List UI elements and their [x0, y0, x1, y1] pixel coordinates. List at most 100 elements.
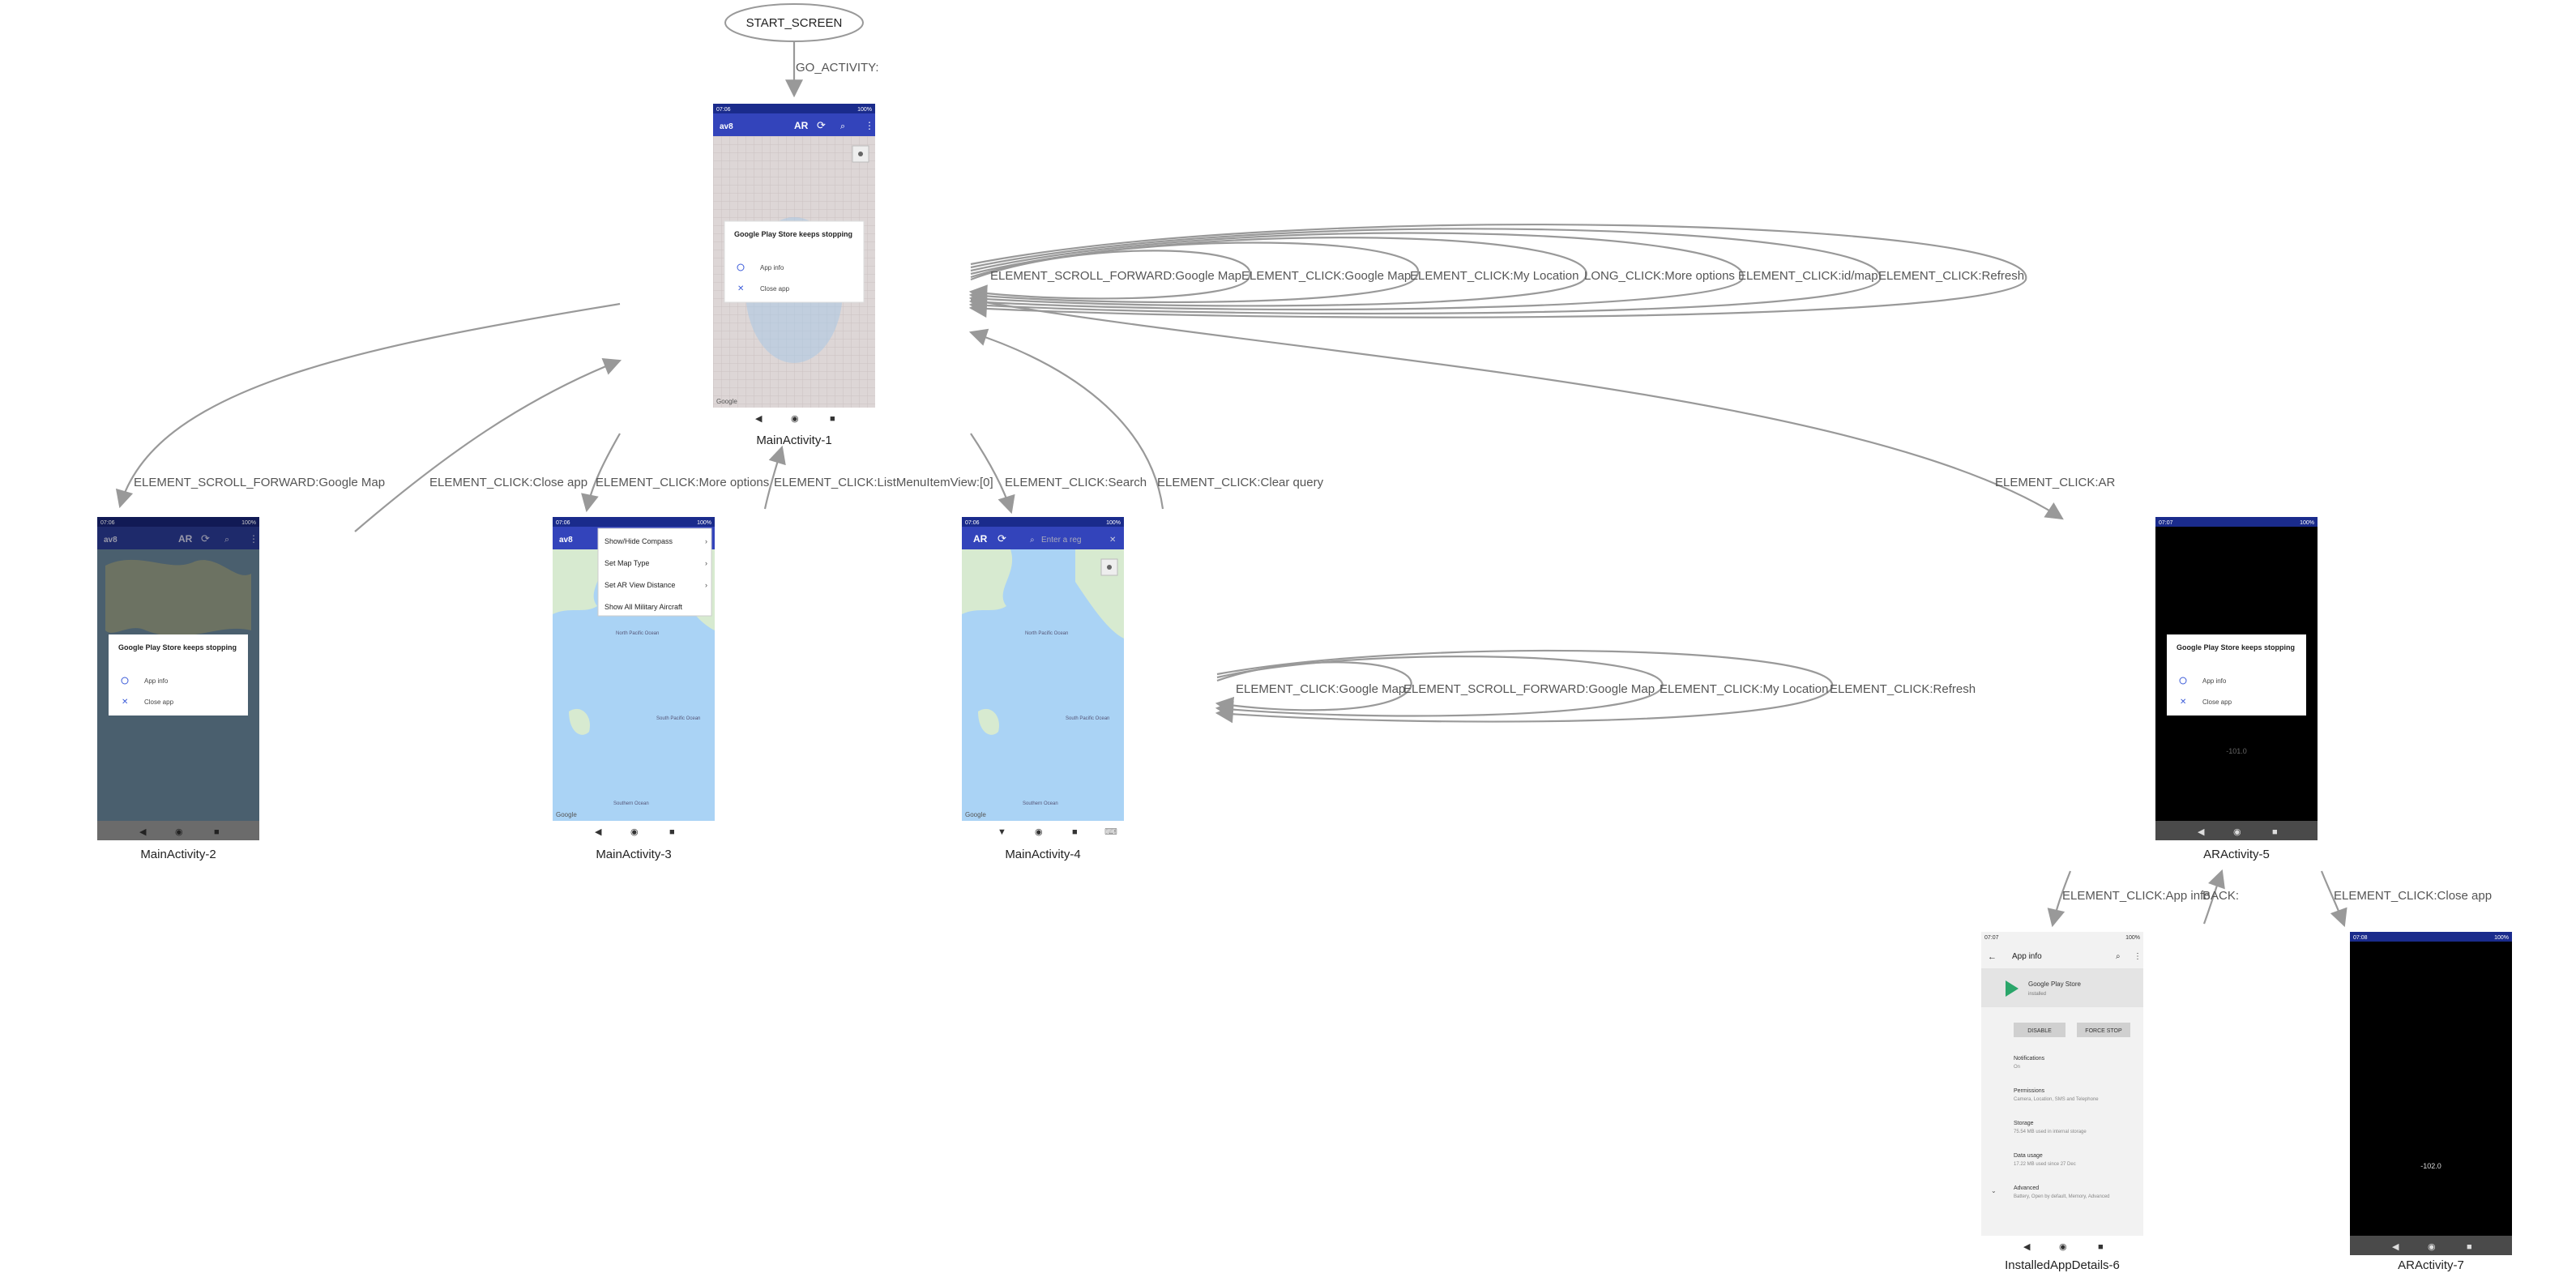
force-stop-button[interactable] [2077, 1023, 2130, 1037]
edge-label-ar: ELEMENT_CLICK:AR [1995, 476, 2116, 489]
menu-item-map-type[interactable]: Set Map Type [604, 559, 649, 567]
menu-item-compass[interactable]: Show/Hide Compass [604, 537, 673, 545]
back-icon[interactable]: ◀ [2023, 1242, 2031, 1252]
toolbar [713, 113, 875, 136]
disable-button[interactable] [2014, 1023, 2065, 1037]
recents-icon[interactable]: ■ [2272, 827, 2278, 837]
edge-mainactivity-3-to-1 [763, 445, 786, 510]
recents-icon[interactable]: ■ [2098, 1242, 2104, 1252]
info-icon [2179, 677, 2187, 685]
dialog-title: Google Play Store keeps stopping [2177, 643, 2295, 651]
status-battery: 100% [857, 107, 872, 113]
map-label-north-pacific: North Pacific Ocean [616, 631, 659, 636]
status-bar [97, 517, 259, 527]
back-icon[interactable]: ◀ [755, 414, 763, 424]
row-notifications-title[interactable]: Notifications [2014, 1056, 2045, 1062]
node-aractivity-5[interactable]: 07:07 100% Google Play Store keeps stopp… [2155, 517, 2318, 840]
row-data-usage-title[interactable]: Data usage [2014, 1153, 2043, 1159]
toolbar [962, 527, 1124, 549]
menu-item-ar-distance[interactable]: Set AR View Distance [604, 581, 675, 589]
back-icon[interactable]: ◀ [595, 827, 602, 837]
home-icon[interactable]: ◉ [2059, 1242, 2067, 1252]
close-icon: ✕ [2180, 698, 2186, 707]
refresh-icon[interactable]: ⟳ [817, 119, 826, 131]
submenu-arrow-icon: › [705, 537, 707, 545]
dialog-close-app[interactable]: Close app [760, 285, 790, 293]
recents-icon[interactable]: ■ [1072, 827, 1078, 837]
self1-label-2: ELEMENT_CLICK:My Location [1410, 269, 1578, 283]
dialog-title: Google Play Store keeps stopping [734, 230, 852, 238]
search-icon[interactable]: ⌕ [2116, 952, 2121, 961]
ar-button[interactable]: AR [178, 533, 193, 545]
home-icon[interactable]: ◉ [2428, 1242, 2436, 1252]
back-icon[interactable]: ◀ [2198, 827, 2205, 837]
back-arrow-icon[interactable]: ← [1988, 952, 1997, 962]
status-battery: 100% [697, 520, 711, 526]
home-icon[interactable]: ◉ [175, 827, 183, 837]
dialog-close-app[interactable]: Close app [144, 698, 174, 706]
submenu-arrow-icon: › [705, 581, 707, 589]
dialog-app-info[interactable]: App info [760, 264, 784, 271]
chevron-down-icon: ⌄ [1991, 1187, 1997, 1194]
crash-dialog [724, 220, 865, 303]
row-advanced-title[interactable]: Advanced [2014, 1185, 2039, 1191]
node-mainactivity-3[interactable]: 07:06 100% av8 Show/Hide Compass › Set M… [553, 517, 715, 840]
edge-ar-5-to-ar-7 [2320, 870, 2347, 928]
keyboard-icon[interactable]: ⌨ [1104, 827, 1117, 837]
dialog-close-app[interactable]: Close app [2202, 698, 2232, 706]
self1-label-5: ELEMENT_CLICK:Refresh [1878, 269, 2024, 283]
my-location-icon [1107, 565, 1112, 570]
heading-reading: -101.0 [2226, 747, 2247, 755]
row-permissions-title[interactable]: Permissions [2014, 1088, 2045, 1094]
recents-icon[interactable]: ■ [2467, 1242, 2472, 1252]
node-mainactivity-1[interactable]: 07:06 100% av8 AR ⟳ ⌕ ⋮ Google Play Stor… [713, 104, 875, 427]
home-icon[interactable]: ◉ [2233, 827, 2241, 837]
refresh-icon[interactable]: ⟳ [998, 532, 1006, 545]
clear-query-icon[interactable]: ✕ [1109, 536, 1116, 545]
node-mainactivity-2[interactable]: 07:06 100% av8 AR ⟳ ⌕ ⋮ Google Play Stor… [97, 517, 259, 840]
close-icon: ✕ [737, 284, 744, 293]
status-bar [962, 517, 1124, 527]
search-icon[interactable]: ⌕ [840, 122, 845, 131]
more-options-icon[interactable]: ⋮ [865, 120, 874, 131]
search-icon[interactable]: ⌕ [224, 535, 229, 545]
home-icon[interactable]: ◉ [630, 827, 639, 837]
row-storage-title[interactable]: Storage [2014, 1121, 2034, 1126]
node-mainactivity-4[interactable]: 07:06 100% AR ⟳ ⌕ Enter a reg ✕ North Pa… [962, 517, 1124, 840]
dialog-app-info[interactable]: App info [144, 677, 169, 685]
node-aractivity-7[interactable]: 07:08 100% -102.0 ◀ ◉ ■ [2350, 932, 2512, 1255]
ar-button[interactable]: AR [794, 120, 809, 131]
app-name: Google Play Store [2028, 980, 2081, 988]
self-loops-mainactivity-4 [1215, 649, 1834, 724]
status-battery: 100% [2300, 520, 2314, 526]
edge-label-back: BACK: [2202, 889, 2239, 903]
submenu-arrow-icon: › [705, 559, 707, 567]
crash-dialog [2167, 634, 2306, 716]
map-label-south-pacific: South Pacific Ocean [1066, 716, 1109, 721]
more-options-icon[interactable]: ⋮ [2134, 952, 2142, 961]
menu-item-military[interactable]: Show All Military Aircraft [604, 603, 683, 611]
back-icon[interactable]: ◀ [139, 827, 147, 837]
edge-mainactivity-1-to-3 [581, 433, 621, 513]
recents-icon[interactable]: ■ [214, 827, 220, 837]
dialog-app-info[interactable]: App info [2202, 677, 2227, 685]
more-options-icon[interactable]: ⋮ [249, 533, 258, 545]
back-down-icon[interactable]: ▼ [998, 827, 1006, 837]
map-label-north-pacific: North Pacific Ocean [1025, 631, 1068, 636]
refresh-icon[interactable]: ⟳ [201, 532, 210, 545]
status-time: 07:06 [100, 520, 115, 526]
status-bar [713, 104, 875, 113]
node-installed-app-details-6[interactable]: 07:07 100% ← App info ⌕ ⋮ Google Play St… [1981, 932, 2143, 1255]
ar-button[interactable]: AR [973, 533, 988, 545]
recents-icon[interactable]: ■ [830, 414, 835, 424]
home-icon[interactable]: ◉ [1035, 827, 1043, 837]
status-battery: 100% [2125, 935, 2140, 941]
crash-dialog [109, 634, 248, 716]
home-icon[interactable]: ◉ [791, 414, 799, 424]
back-icon[interactable]: ◀ [2392, 1242, 2399, 1252]
recents-icon[interactable]: ■ [669, 827, 675, 837]
search-input[interactable]: Enter a reg [1041, 536, 1081, 545]
my-location-icon [858, 152, 863, 156]
row-storage-sub: 75.54 MB used in internal storage [2014, 1130, 2087, 1134]
